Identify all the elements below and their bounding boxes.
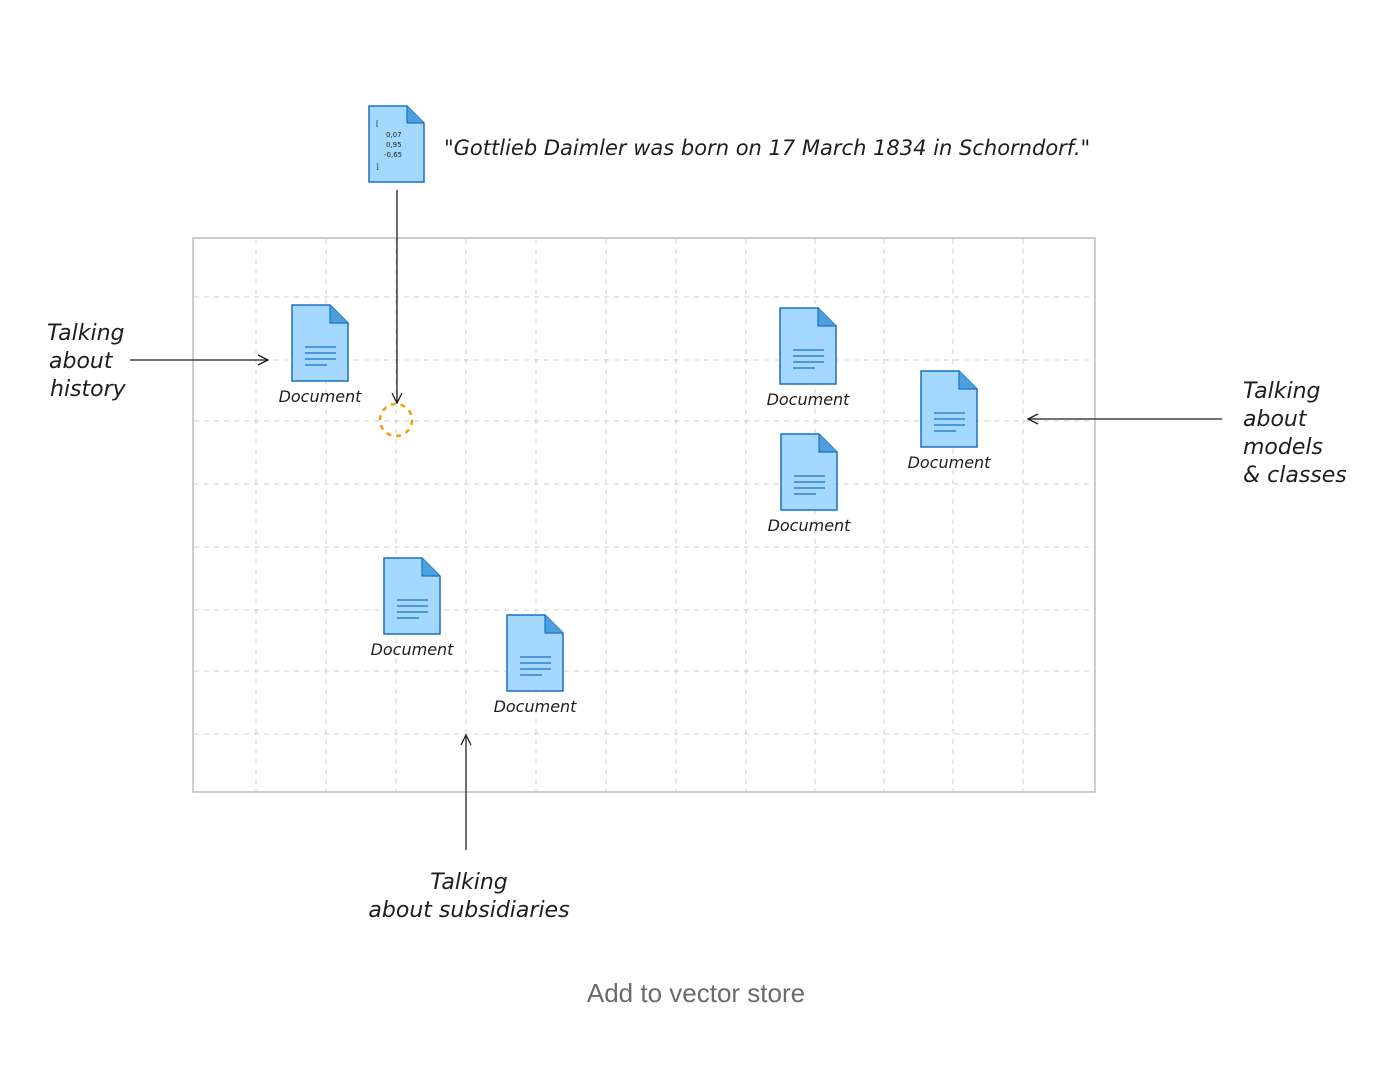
vector-bracket-open: [: [376, 120, 379, 128]
label-subsidiaries: Talking about subsidiaries: [368, 870, 569, 923]
vector-bracket-close: ]: [376, 163, 379, 171]
insertion-point-marker: [378, 402, 414, 438]
label-history: Talking about history: [47, 321, 127, 402]
label-models-line-2: about: [1243, 407, 1308, 432]
document: Document: [279, 304, 363, 406]
document: Document: [494, 614, 578, 716]
document-label: Document: [768, 516, 852, 535]
document-label: Document: [908, 453, 992, 472]
embedding-document: [ 0,07 0,95 -0,65 ]: [368, 105, 425, 183]
label-history-line-3: history: [50, 377, 127, 402]
label-subsidiaries-line-2: about subsidiaries: [368, 898, 569, 923]
document-label: Document: [767, 390, 851, 409]
document: Document: [371, 557, 455, 659]
document: Document: [908, 370, 992, 472]
label-history-line-1: Talking: [47, 321, 125, 346]
vector-value-1: 0,07: [386, 131, 402, 139]
document-label: Document: [279, 387, 363, 406]
document: Document: [767, 307, 851, 409]
document-label: Document: [371, 640, 455, 659]
document: Document: [768, 433, 852, 535]
document-label: Document: [494, 697, 578, 716]
embedding-quote: "Gottlieb Daimler was born on 17 March 1…: [444, 136, 1090, 160]
figure-caption: Add to vector store: [586, 978, 806, 1008]
label-models-line-1: Talking: [1243, 379, 1321, 404]
vector-value-2: 0,95: [386, 141, 402, 149]
label-history-line-2: about: [49, 349, 114, 374]
label-models-line-4: & classes: [1243, 463, 1347, 488]
label-models: Talking about models & classes: [1243, 379, 1347, 488]
vector-value-3: -0,65: [384, 151, 402, 159]
label-subsidiaries-line-1: Talking: [430, 870, 508, 895]
label-models-line-3: models: [1243, 435, 1323, 460]
